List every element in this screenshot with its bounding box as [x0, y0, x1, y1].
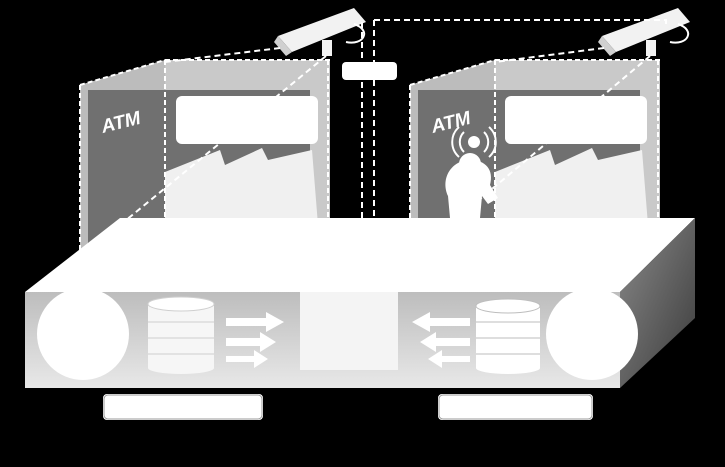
server-circle-left [37, 288, 129, 380]
atm-keypad-right [495, 148, 648, 225]
arrows-left [412, 312, 470, 368]
arrows-right [226, 312, 284, 368]
server-circle-right [546, 288, 638, 380]
database-icon [147, 296, 215, 374]
caption-box-right [436, 392, 595, 422]
security-camera-icon [598, 8, 690, 56]
server-node-left [37, 288, 284, 380]
atm-screen-right [505, 96, 647, 144]
caption-box-left [101, 392, 265, 422]
database-icon [475, 298, 541, 374]
network-switch-box [342, 62, 397, 80]
security-camera-icon [274, 8, 366, 56]
atm-keypad-left [165, 148, 318, 225]
network-wires [342, 19, 667, 220]
server-node-right [412, 288, 638, 380]
robber-with-alarm-icon [445, 126, 498, 218]
